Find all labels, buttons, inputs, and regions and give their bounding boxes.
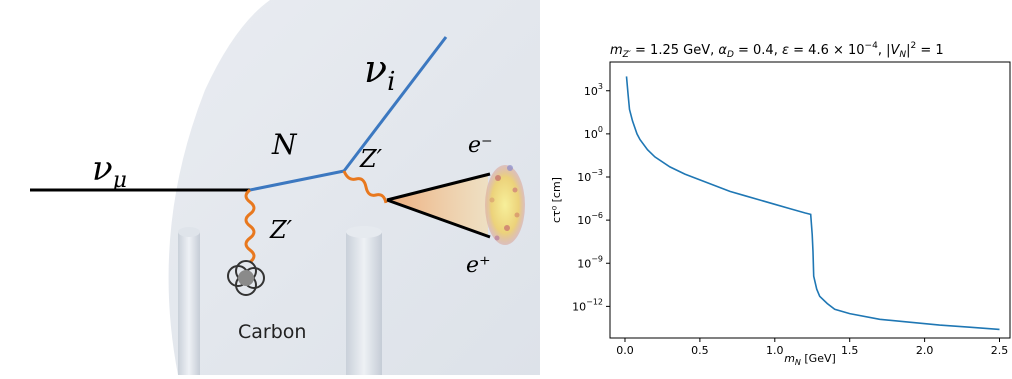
shower-dot — [489, 197, 495, 203]
x-tick-label: 0.0 — [616, 344, 634, 357]
label-nu-i: νi — [364, 47, 395, 97]
detector-pillar-left-top — [178, 227, 200, 237]
label-nu-mu: νμ — [92, 149, 127, 193]
x-tick-label: 0.5 — [691, 344, 709, 357]
label-electron: e⁻ — [468, 133, 493, 158]
series-layer — [625, 76, 1000, 331]
x-tick-label: 2.0 — [916, 344, 934, 357]
x-tick-label: 1.5 — [841, 344, 859, 357]
zprime-exchange-boson — [244, 188, 256, 264]
chart-title: mZ′ = 1.25 GeV, αD = 0.4, ε = 4.6 × 10−4… — [610, 41, 944, 60]
detector-volume — [168, 0, 541, 375]
x-axis-ticks: 0.0 0.5 1.0 1.5 2.0 2.5 — [616, 338, 1008, 357]
label-heavy-neutrino: N — [271, 128, 298, 161]
shower-dot — [504, 225, 510, 231]
nu-i-line — [342, 36, 448, 172]
label-zprime-decay: Z′ — [359, 145, 383, 173]
electron-line — [386, 172, 491, 202]
label-carbon: Carbon — [238, 321, 306, 343]
y-axis-label: cτ⁰ [cm] — [550, 177, 563, 223]
plot-frame — [609, 61, 1011, 339]
zprime-decay-boson — [342, 170, 388, 204]
series-line — [625, 76, 1000, 331]
shower-dot — [495, 175, 501, 181]
diagram-panel: νμ νi N Z′ Z′ e⁻ e⁺ Carbon — [30, 0, 541, 375]
detector-pillar-left — [178, 232, 200, 375]
positron-line — [386, 198, 491, 239]
y-axis-ticks: 103 100 10−3 10−6 10−9 10−12 — [572, 82, 610, 313]
ee-shower-cone — [387, 175, 488, 236]
y-tick-label: 10−6 — [577, 211, 603, 227]
label-zprime-exchange: Z′ — [269, 216, 293, 244]
y-tick-label: 103 — [584, 82, 603, 98]
em-shower-blob — [485, 165, 525, 245]
y-tick-label: 10−9 — [577, 254, 603, 270]
detector-pillar-right-top — [346, 226, 382, 238]
chart-panel: mZ′ = 1.25 GeV, αD = 0.4, ε = 4.6 × 10−4… — [540, 0, 1012, 375]
y-tick-label: 10−3 — [577, 168, 603, 184]
carbon-nucleus — [227, 260, 265, 296]
shower-dot — [494, 235, 500, 241]
label-positron: e⁺ — [466, 253, 491, 278]
x-tick-label: 1.0 — [766, 344, 784, 357]
detector-pillar-right — [346, 232, 382, 375]
heavy-neutrino-line — [249, 169, 345, 192]
y-tick-label: 10−12 — [572, 297, 603, 313]
shower-dot — [507, 165, 513, 171]
diagram-svg: νμ νi N Z′ Z′ e⁻ e⁺ Carbon — [30, 0, 541, 375]
y-tick-label: 100 — [584, 125, 603, 141]
lifetime-chart: mZ′ = 1.25 GeV, αD = 0.4, ε = 4.6 × 10−4… — [550, 41, 1011, 367]
x-tick-label: 2.5 — [991, 344, 1009, 357]
shower-dot — [514, 212, 520, 218]
x-axis-label: mN [GeV] — [784, 352, 836, 367]
shower-dot — [512, 187, 518, 193]
